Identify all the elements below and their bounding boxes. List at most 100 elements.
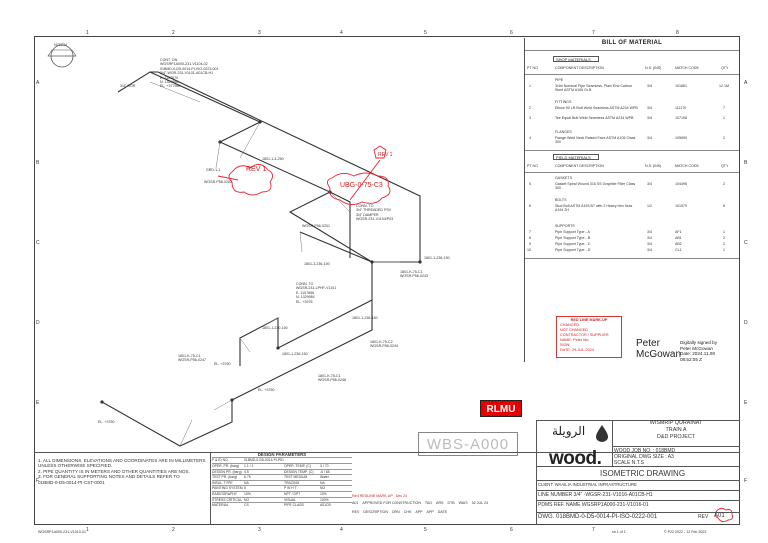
bom-size: 3/4: [647, 182, 652, 186]
design-param-cell: NA: [320, 480, 325, 485]
project-line: WISMRIP QURAINAT: [649, 420, 703, 426]
digital-signature-line: Peter McGowan: [680, 345, 713, 351]
markup-revision-note: REV 1: [246, 166, 267, 173]
bom-qty: 12.1M: [719, 84, 729, 88]
revision-header-cell: APP: [426, 509, 434, 514]
bom-pt: 2: [529, 106, 531, 110]
bom-desc: Pipe Support Type - B: [555, 236, 591, 240]
col-8: 8: [676, 30, 679, 36]
revision-cell: APPROVED FOR CONSTRUCTION: [362, 501, 421, 506]
design-param-cell: TRACING: [284, 480, 300, 485]
project-line: D&D PROJECT: [656, 434, 696, 440]
design-param-cell: 4.5: [244, 469, 249, 474]
bom-pt: 6: [529, 204, 531, 208]
col-2-bottom: 2: [172, 527, 175, 533]
elevation-label: EL. +3760: [98, 420, 115, 424]
stamp-title: RED LINE MARK-UP: [570, 318, 608, 322]
row-d: D: [36, 320, 40, 326]
design-param-row: P & ID NO.01BMD-0-D5-0014-PI-PID-0004-00…: [212, 457, 352, 463]
bom-code: AB2: [675, 242, 682, 246]
bom-desc: Tee Equal Butt Weld Seamless ASTM A234 W…: [555, 116, 634, 120]
markup-revision-marker: REV 1: [378, 152, 393, 158]
drop-logo-icon: [596, 425, 608, 442]
arabic-logo-text: الرويلة: [552, 424, 586, 438]
bom-desc: Flange Weld Neck Raised Face ASTM A105 C…: [555, 136, 636, 145]
bom-code: 104496: [675, 182, 687, 186]
title-block-divider: [536, 466, 740, 467]
design-param-cell: PIPE CLASS: [284, 503, 304, 508]
col-3: 3: [258, 30, 261, 36]
bom-code: 105899: [675, 136, 687, 140]
digital-signature-line: Date: 2024.11.08: [680, 351, 715, 357]
note-line: 3. FOR GENERAL SUPPORTING NOTES AND DETA…: [38, 474, 180, 480]
stamp-name: NAME: Peter Mo: [560, 338, 589, 342]
design-param-cell: NO: [244, 497, 250, 502]
design-param-cell: 3 / 70: [320, 464, 329, 468]
design-param-cell: NO: [320, 486, 326, 491]
row-b: B: [36, 160, 40, 166]
bom-group-supports: SUPPORTS: [555, 224, 575, 228]
bom-col-size: N.S. (INS): [645, 66, 662, 70]
design-param-cell: 6.75: [244, 475, 251, 480]
design-param-cell: INSUL. TYPE: [212, 480, 233, 485]
drawing-reference: WGSRP1A000-231-V1010-01: [38, 530, 86, 534]
title-block-divider: [210, 452, 211, 525]
wood-job-no: WOOD JOB NO. : 018BMD: [614, 448, 676, 454]
support-tag: 1801-K-75-C1 WGSR-P56-0247: [178, 354, 206, 363]
support-tag: 1801-K-75-C1 WGSR-P56-0246: [318, 374, 346, 383]
revision-cell: 02 JUL 24: [471, 501, 488, 506]
design-param-cell: NA: [244, 480, 249, 485]
support-tag: WGSR-P56-0202: [204, 180, 232, 184]
rev-label: REV: [698, 514, 709, 520]
bom-pt: 5: [529, 182, 531, 186]
dimension-label: 1801-1-230-150: [262, 326, 288, 330]
col-1: 1: [86, 30, 89, 36]
design-param-cell: 5: [244, 486, 246, 491]
revision-header-cell: DESCRIPTION: [363, 509, 388, 514]
support-tag: 1801-K-75-C2 WGSR-P56-0244: [370, 340, 398, 349]
bom-qty: 2: [723, 236, 725, 240]
design-param-cell: Water: [320, 475, 329, 480]
design-param-cell: -6 / 85: [320, 469, 330, 474]
bom-qty: 2: [723, 242, 725, 246]
bom-title: BILL OF MATERIAL: [601, 40, 663, 46]
design-param-cell: RADIOGRAPHY: [212, 491, 238, 496]
row-f: F: [36, 478, 40, 484]
bom-desc: Gasket Spiral Wound 316 SS Graphite Fill…: [555, 182, 636, 191]
signer-first-name: Peter: [636, 338, 660, 349]
bom-pt: 3: [529, 116, 531, 120]
bom-pt: 8: [529, 236, 531, 240]
bom-group-fittings: FITTINGS: [555, 100, 572, 104]
shop-materials-header: SHOP MATERIALS: [553, 56, 599, 62]
bom-code: 111170: [675, 106, 687, 110]
bom-col-pt: PT NO: [527, 164, 538, 168]
col-3-bottom: 3: [258, 527, 261, 533]
design-param-cell: MATERIAL: [212, 503, 229, 508]
bom-pt: 9: [529, 242, 531, 246]
drawing-frame: [34, 36, 740, 525]
markup-support-note: UBG-0-75-C3: [340, 182, 383, 189]
design-param-cell: P W H T: [284, 486, 297, 491]
digital-signature-line: Digitally signed by: [680, 340, 718, 345]
original-dwg-size: ORIGINAL DWG SIZE : A3: [614, 454, 674, 460]
design-parameters-table: DESIGN PARAMETERS P & ID NO.01BMD-0-D5-0…: [212, 452, 352, 508]
rlmu-stamp: RLMU: [480, 400, 522, 417]
bom-group-bolts: BOLTS: [555, 198, 567, 202]
field-materials-header: FIELD MATERIALS: [553, 154, 599, 160]
signoff-date: Dec 24: [395, 494, 408, 498]
revision-cell: DTB: [447, 501, 455, 506]
bom-qty: 8: [723, 204, 725, 208]
digital-signature: Digitally signed by Peter McGowan Date: …: [680, 340, 717, 362]
bom-size: 3/4: [647, 230, 652, 234]
bom-code: AB1: [675, 236, 682, 240]
design-param-cell: DESIGN TEMP. (C): [284, 469, 314, 474]
bom-desc: Stud Bolt ASTM A193 B7 with 2 Heavy Hex …: [555, 204, 633, 213]
dimension-label: 1801-1-236-150: [352, 316, 378, 320]
bom-col-qty: QTY: [721, 66, 729, 70]
dimension-label: 1801-1-236-150: [424, 256, 450, 260]
title-block-divider: [34, 452, 740, 453]
note-line: 1. ALL DIMENSIONS, ELEVATIONS AND COORDI…: [38, 458, 206, 463]
